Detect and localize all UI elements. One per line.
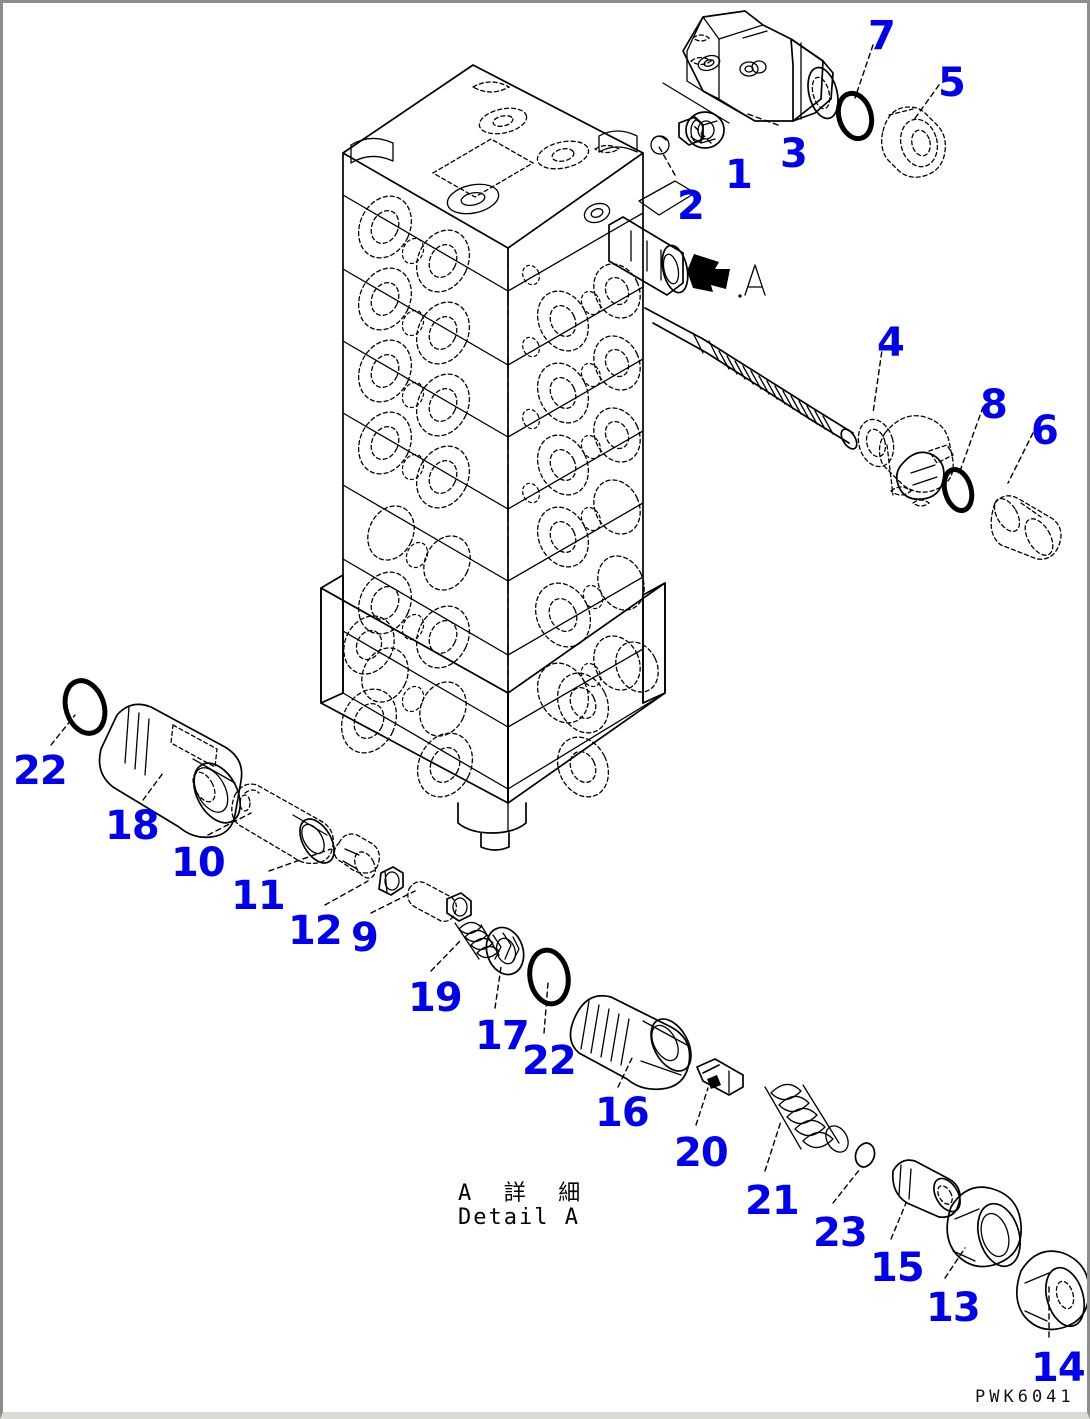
- leader-line-16: [617, 1055, 634, 1088]
- leader-line-2: [657, 144, 676, 176]
- part-14-shape: [1016, 1250, 1087, 1331]
- detail-note-japanese: A 詳 細: [458, 1181, 583, 1206]
- callout-number-7: 7: [868, 13, 896, 59]
- part-22b-shape: [527, 947, 571, 1007]
- leader-line-19: [430, 939, 462, 972]
- drawing-number: PWK6041: [975, 1387, 1075, 1407]
- part-20-shape: [696, 1058, 744, 1096]
- leader-line-17: [494, 966, 502, 1009]
- leader-line-21: [764, 1120, 782, 1172]
- callout-leader-lines: [50, 44, 1050, 1338]
- leader-line-1: [692, 124, 712, 144]
- callout-number-15: 15: [870, 1245, 925, 1291]
- main-control-valve-block: [320, 64, 696, 851]
- lower-left-assembly: [62, 678, 692, 1091]
- callout-number-16: 16: [595, 1090, 650, 1136]
- spool-head: [878, 415, 954, 507]
- callout-number-22: 22: [13, 748, 68, 794]
- callout-number-22: 22: [522, 1038, 577, 1084]
- part-5-shape: [881, 106, 946, 178]
- callout-number-20: 20: [674, 1130, 729, 1176]
- part-13-shape: [946, 1186, 1022, 1268]
- callout-number-13: 13: [926, 1285, 981, 1331]
- callout-number-21: 21: [745, 1178, 800, 1224]
- detail-note-english: Detail A: [458, 1205, 580, 1230]
- leader-line-12: [324, 880, 369, 906]
- callout-number-8: 8: [980, 382, 1008, 428]
- leader-line-15: [890, 1202, 907, 1240]
- part-1-shape: [685, 111, 725, 149]
- part-17-shape: [485, 926, 525, 976]
- leader-line-11: [268, 848, 332, 872]
- leader-line-10: [207, 812, 252, 836]
- part-10-shape: [231, 783, 335, 865]
- diagram-artwork: .s{fill:none;stroke:#000;stroke-width:1.…: [50, 10, 1087, 1338]
- leader-line-4: [872, 342, 884, 414]
- callout-number-9: 9: [351, 915, 379, 961]
- callout-number-6: 6: [1031, 408, 1059, 454]
- callout-number-5: 5: [938, 60, 966, 106]
- leader-line-9: [370, 890, 416, 914]
- part-22a-shape: [62, 678, 108, 736]
- leader-line-7: [854, 44, 874, 99]
- callout-number-4: 4: [877, 320, 905, 366]
- callout-number-3: 3: [780, 131, 808, 177]
- callout-number-19: 19: [408, 975, 463, 1021]
- callout-number-1: 1: [725, 152, 753, 198]
- part-9-shape: [407, 881, 472, 922]
- leader-line-3: [744, 112, 779, 126]
- part-4-shape: [857, 418, 895, 468]
- part-7-shape: [835, 90, 875, 142]
- callout-number-17: 17: [475, 1013, 530, 1059]
- part-21-shape: [764, 1083, 849, 1153]
- leader-line-20: [695, 1087, 709, 1126]
- callout-number-10: 10: [171, 840, 226, 886]
- right-spool-assembly: [644, 307, 1062, 560]
- callout-number-18: 18: [105, 803, 160, 849]
- bottom-right-assembly: [696, 1058, 1087, 1331]
- part-6-shape: [990, 495, 1062, 560]
- part-8-shape: [941, 466, 975, 514]
- section-arrow-A: [687, 254, 766, 298]
- leader-line-5: [912, 84, 940, 122]
- callout-number-2: 2: [677, 183, 705, 229]
- leader-line-13: [944, 1247, 966, 1279]
- part-19-shape: [454, 921, 500, 960]
- part-2-shape: [650, 135, 670, 155]
- part-16-shape: [569, 994, 692, 1091]
- part-18-shape: [98, 703, 243, 839]
- leader-line-8: [959, 406, 984, 472]
- valve-port-stub: [608, 180, 696, 296]
- leader-line-18: [142, 772, 164, 801]
- leader-line-22: [543, 982, 549, 1034]
- callout-number-14: 14: [1031, 1345, 1086, 1391]
- part-23-shape: [854, 1142, 876, 1168]
- part-3-shape: [678, 116, 704, 146]
- callout-number-23: 23: [813, 1210, 868, 1256]
- leader-line-6: [1007, 432, 1034, 484]
- callout-number-11: 11: [231, 873, 286, 919]
- leader-line-22: [50, 714, 76, 746]
- part-15-shape: [891, 1159, 961, 1219]
- leader-line-23: [832, 1168, 861, 1204]
- top-relief-valve-assembly: [650, 10, 946, 178]
- part-12-shape: [378, 866, 404, 896]
- callout-number-12: 12: [288, 908, 343, 954]
- part-11-shape: [333, 833, 380, 879]
